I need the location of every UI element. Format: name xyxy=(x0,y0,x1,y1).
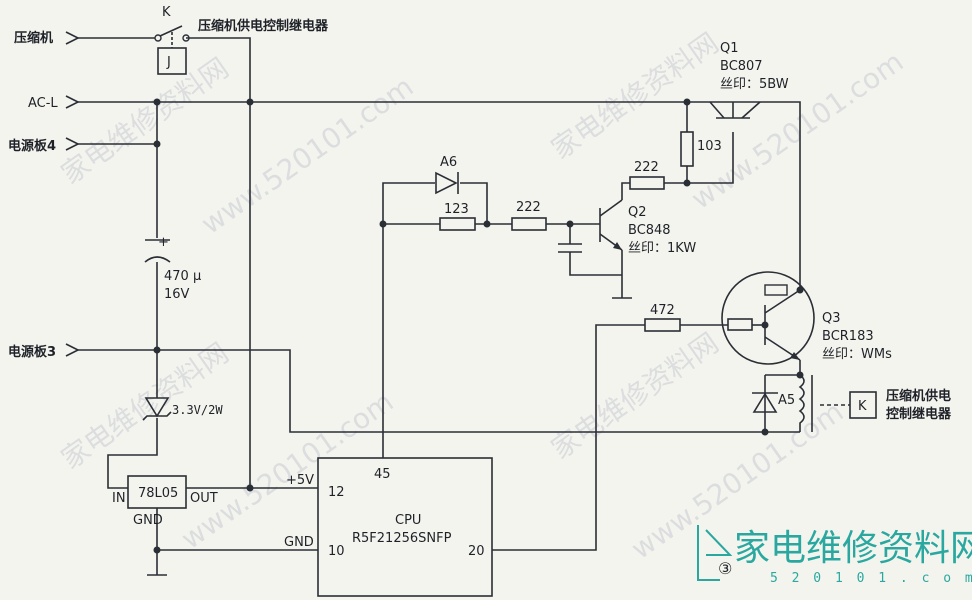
right-relay-box-label: K xyxy=(858,399,867,414)
q3-marking: 丝印：WMs xyxy=(822,347,892,362)
q2-name: Q2 xyxy=(628,205,647,220)
resistor-222-a-label: 222 xyxy=(634,160,659,175)
cpu-pin12: 12 xyxy=(328,485,345,500)
relay-coil: K 压缩机供电 控制继电器 xyxy=(798,374,952,432)
power-board-3-label: 电源板3 xyxy=(8,344,56,360)
q1-part: BC807 xyxy=(720,59,763,74)
right-relay-title-2: 控制继电器 xyxy=(886,406,952,422)
cpu-gnd-label: GND xyxy=(284,535,314,550)
watermark-text: 家电维修资料网 xyxy=(545,326,724,465)
plus-icon: + xyxy=(158,235,169,250)
arrow-icon xyxy=(65,95,80,109)
power-board-4-label: 电源板4 xyxy=(8,138,56,154)
resistor-472-label: 472 xyxy=(650,303,675,318)
right-relay-title-1: 压缩机供电 xyxy=(886,388,951,404)
relay-title: 压缩机供电控制继电器 xyxy=(198,18,329,34)
resistor-103 xyxy=(680,131,694,167)
resistor-222-a xyxy=(629,176,665,190)
transistor-q3: Q3 BCR183 丝印：WMs xyxy=(721,271,892,365)
resistor-123 xyxy=(439,217,476,231)
q2-marking: 丝印：1KW xyxy=(628,241,696,256)
cpu-pin10: 10 xyxy=(328,544,345,559)
cpu-part: R5F21256SNFP xyxy=(352,531,452,546)
regulator-in: IN xyxy=(112,491,126,506)
resistor-472 xyxy=(644,318,681,332)
regulator-gnd: GND xyxy=(133,513,163,528)
filter-capacitor xyxy=(558,243,582,253)
cap-value: 470 μ xyxy=(164,269,201,284)
diode-a6-label: A6 xyxy=(440,155,457,170)
brand-logo: 家电维修资料网 5 2 0 1 0 1 . c o m ③ xyxy=(697,525,972,586)
transistor-q2: Q2 BC848 丝印：1KW xyxy=(599,199,696,256)
q1-marking: 丝印：5BW xyxy=(720,77,789,92)
watermark-url: www.520101.com xyxy=(195,70,419,241)
junctions xyxy=(153,98,804,554)
compressor-input-label: 压缩机 xyxy=(14,30,53,46)
arrow-icon xyxy=(65,31,80,45)
top-relay: K J 压缩机供电控制继电器 xyxy=(78,5,329,75)
cap-voltage: 16V xyxy=(164,287,190,302)
electrolytic-capacitor: + 470 μ 16V xyxy=(144,235,201,302)
transistor-q1: Q1 BC807 丝印：5BW xyxy=(709,41,789,119)
diode-a5: A5 xyxy=(752,392,795,413)
zener-diode: 3.3V/2W xyxy=(142,397,223,421)
resistor-103-label: 103 xyxy=(697,139,722,154)
cpu-pin20: 20 xyxy=(468,544,485,559)
input-terminals: 压缩机 AC-L 电源板4 电源板3 xyxy=(8,30,80,360)
q3-name: Q3 xyxy=(822,311,841,326)
figure-number: ③ xyxy=(718,559,732,578)
regulator-name: 78L05 xyxy=(138,486,178,501)
q2-part: BC848 xyxy=(628,223,671,238)
resistors: 123 222 222 103 472 xyxy=(439,131,722,332)
q1-name: Q1 xyxy=(720,41,739,56)
resistor-123-label: 123 xyxy=(444,202,469,217)
relay-contact-label: K xyxy=(162,5,171,20)
relay-coil-label: J xyxy=(166,55,171,70)
ac-l-input-label: AC-L xyxy=(28,96,58,111)
arrow-icon xyxy=(65,343,80,357)
resistor-222-b-label: 222 xyxy=(516,200,541,215)
brand-url: 5 2 0 1 0 1 . c o m xyxy=(770,571,972,586)
watermark-url: www.520101.com xyxy=(685,45,909,216)
watermark-text: 家电维修资料网 xyxy=(55,51,234,190)
cpu-5v-label: +5V xyxy=(286,473,314,488)
zener-value: 3.3V/2W xyxy=(172,403,223,417)
resistor-222-b xyxy=(511,217,547,231)
cpu-chip: 45 12 10 20 CPU R5F21256SNFP +5V GND xyxy=(284,457,493,597)
cpu-title: CPU xyxy=(395,513,421,528)
regulator-out: OUT xyxy=(190,491,218,506)
relay-coil-box xyxy=(157,47,187,75)
diode-a6: A6 xyxy=(435,155,459,195)
regulator-78l05: 78L05 IN OUT GND xyxy=(112,475,218,528)
wires xyxy=(78,37,850,576)
diode-a5-label: A5 xyxy=(778,393,795,408)
cpu-pin45: 45 xyxy=(374,467,391,482)
q3-part: BCR183 xyxy=(822,329,874,344)
brand-name: 家电维修资料网 xyxy=(734,528,972,569)
